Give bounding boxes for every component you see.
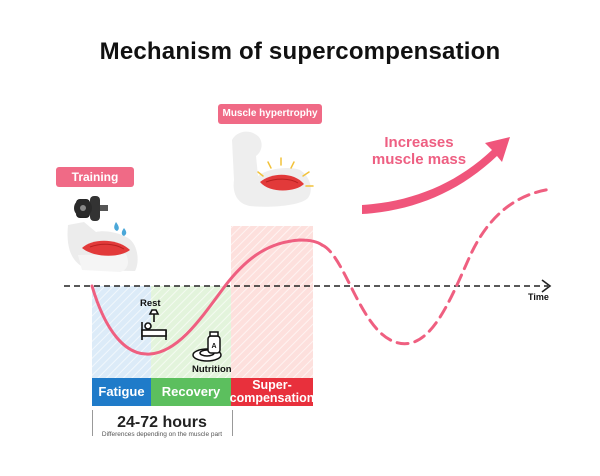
bottle-icon: A [207, 331, 221, 354]
dumbbell-icon [74, 196, 108, 221]
sweat-drop-icon [114, 222, 127, 236]
bed-icon [141, 309, 167, 340]
svg-text:A: A [211, 343, 216, 350]
flexed-arm-icon [232, 131, 314, 207]
arm-muscle-icon [67, 222, 138, 272]
phase-supercompensation: Super- compensation [229, 378, 315, 406]
phase-recovery: Recovery [151, 378, 231, 406]
time-axis-label: Time [528, 292, 549, 302]
axis-arrow-head [541, 279, 552, 293]
increases-muscle-mass-label: Increases muscle mass [371, 134, 467, 168]
muscle-hypertrophy-tag: Muscle hypertrophy [218, 104, 322, 124]
duration-bracket [92, 410, 233, 436]
performance-curve-projection [320, 187, 554, 346]
duration-note: Differences depending on the muscle part [101, 431, 223, 438]
training-tag: Training [56, 167, 134, 187]
phase-supercompensation-line2: compensation [229, 391, 315, 405]
nutrition-label: Nutrition [192, 364, 232, 375]
performance-curve-solid [90, 238, 324, 356]
rest-label: Rest [140, 298, 161, 309]
trend-arrow-icon [362, 137, 510, 214]
phase-supercompensation-line1: Super- [252, 378, 292, 392]
diagram-title: Mechanism of supercompensation [99, 38, 501, 65]
duration-label: 24-72 hours [117, 414, 207, 431]
phase-fatigue: Fatigue [92, 378, 151, 406]
nutrition-plate-icon [192, 348, 222, 362]
